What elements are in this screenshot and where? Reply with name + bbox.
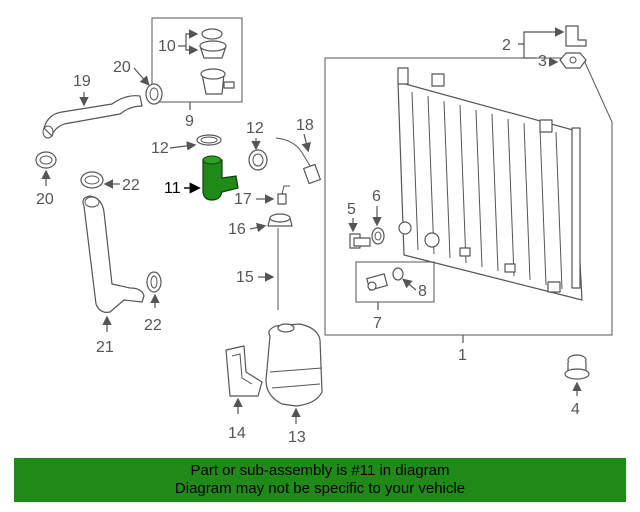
- callout-17: 17: [234, 191, 252, 208]
- drain-plug-part-5: 5: [347, 201, 371, 249]
- upper-hose-part-19: 19: [42, 73, 143, 139]
- lower-hose-part-21: 21: [82, 195, 145, 356]
- clamp-part-20-lower: 20: [35, 151, 57, 208]
- callout-1: 1: [458, 347, 467, 364]
- o-ring-part-6: 6: [371, 188, 385, 245]
- overflow-tube-part-15: 15: [236, 228, 279, 310]
- callout-6: 6: [372, 188, 381, 205]
- callout-12-upper: 12: [151, 140, 169, 157]
- callout-7: 7: [373, 315, 382, 332]
- callout-12-right: 12: [246, 120, 264, 137]
- cap-part-16: 16: [228, 213, 293, 238]
- radiator-core-fins: [411, 91, 563, 290]
- sensor-kit-part-7: 7: [355, 261, 435, 332]
- o-ring-part-8: 8: [392, 267, 427, 300]
- clamp-part-20-upper: 20: [113, 59, 163, 105]
- callout-8: 8: [418, 283, 427, 300]
- notice-banner: Part or sub-assembly is #11 in diagram D…: [14, 458, 626, 502]
- cap-part-10: 10: [158, 29, 199, 55]
- callout-3: 3: [538, 53, 547, 70]
- clip-part-17: 17: [234, 185, 290, 208]
- clamp-part-22-upper: 22: [80, 171, 140, 194]
- callout-20-lower: 20: [36, 191, 54, 208]
- banner-line-2: Diagram may not be specific to your vehi…: [174, 480, 466, 497]
- callout-11: 11: [164, 180, 181, 197]
- mount-cushion-part-4: 4: [564, 354, 590, 418]
- bracket-part-14: 14: [225, 345, 263, 442]
- clamp-part-12-right: 12: [246, 120, 268, 171]
- callout-19: 19: [73, 73, 91, 90]
- callout-9: 9: [185, 113, 194, 130]
- radiator-assembly: 1: [324, 57, 613, 364]
- callout-5: 5: [347, 201, 356, 218]
- banner-line-1: Part or sub-assembly is #11 in diagram: [190, 462, 450, 479]
- callout-10: 10: [158, 38, 176, 55]
- reservoir-tank-part-13: 13: [265, 323, 323, 446]
- clamp-part-12-upper: 12: [151, 134, 222, 157]
- callout-16: 16: [228, 221, 246, 238]
- callout-13: 13: [288, 429, 306, 446]
- callout-2: 2: [502, 37, 511, 54]
- hose-part-11-highlighted: 11: [164, 155, 239, 201]
- callout-22-lower: 22: [144, 317, 162, 334]
- parts-diagram: 1 2 3 4 5 6 7: [35, 17, 613, 446]
- callout-14: 14: [228, 425, 246, 442]
- callout-18: 18: [296, 117, 314, 134]
- filler-neck-kit-part-9: 9: [151, 17, 243, 130]
- nut-part-3: 3: [538, 52, 587, 70]
- bracket-part-2: 2: [502, 25, 587, 59]
- callout-21: 21: [96, 339, 114, 356]
- callout-20-upper: 20: [113, 59, 131, 76]
- callout-15: 15: [236, 269, 254, 286]
- hose-part-18: 18: [275, 117, 321, 185]
- callout-22-upper: 22: [122, 177, 140, 194]
- clamp-part-22-lower: 22: [144, 271, 162, 334]
- callout-4: 4: [571, 401, 580, 418]
